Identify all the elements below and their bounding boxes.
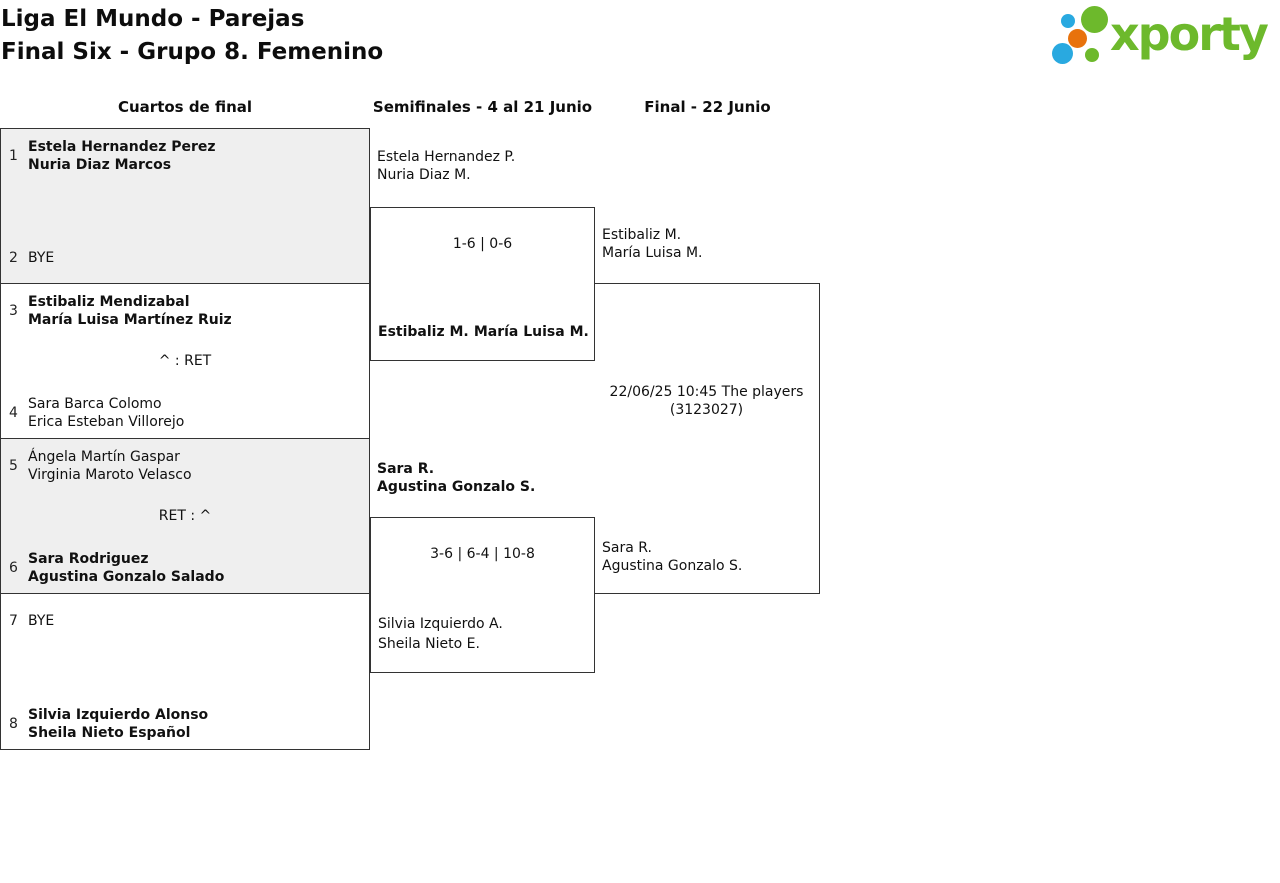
player-name: Nuria Diaz Marcos — [28, 157, 172, 173]
qf-match-2-box: 3 Estibaliz Mendizabal María Luisa Martí… — [0, 283, 370, 439]
team-row: 2 BYE — [9, 239, 361, 277]
player-name: Sara R. — [377, 461, 435, 477]
team-names: Sara Barca Colomo Erica Esteban Villorej… — [28, 395, 184, 431]
player-name: Virginia Maroto Velasco — [28, 467, 192, 483]
logo-dot-icon — [1068, 29, 1087, 48]
final-schedule-line2: (3123027) — [669, 402, 744, 418]
team-row: 5 Ángela Martín Gaspar Virginia Maroto V… — [9, 447, 361, 485]
seed-number: 7 — [9, 613, 18, 629]
player-name: Sara Barca Colomo — [28, 396, 162, 412]
qf-match-4-box: 7 BYE 8 Silvia Izquierdo Alonso Sheila N… — [0, 593, 370, 750]
player-name: Estela Hernandez P. — [377, 149, 516, 165]
seed-number: 2 — [9, 250, 18, 266]
player-name: Estela Hernandez Perez — [28, 139, 216, 155]
qf-match-3-box: 5 Ángela Martín Gaspar Virginia Maroto V… — [0, 438, 370, 594]
team-row: 4 Sara Barca Colomo Erica Esteban Villor… — [9, 394, 361, 432]
sf2-team-b-label: Silvia Izquierdo A. Sheila Nieto E. — [378, 613, 594, 653]
sf-match-2-box: 3-6 | 6-4 | 10-8 Silvia Izquierdo A. She… — [370, 517, 595, 673]
player-name: Estibaliz M. — [602, 227, 682, 243]
final-schedule-line1: 22/06/25 10:45 The players — [609, 384, 804, 400]
seed-number: 4 — [9, 405, 18, 421]
player-name: Agustina Gonzalo S. — [602, 558, 743, 574]
player-name: Sheila Nieto E. — [378, 636, 480, 652]
team-names: Estibaliz Mendizabal María Luisa Martíne… — [28, 293, 232, 329]
seed-number: 1 — [9, 148, 18, 164]
team-names: Sara Rodriguez Agustina Gonzalo Salado — [28, 550, 224, 586]
page-title-line2: Final Six - Grupo 8. Femenino — [1, 39, 384, 65]
player-name: Silvia Izquierdo A. — [378, 616, 503, 632]
match-score: 1-6 | 0-6 — [452, 236, 513, 252]
player-name: BYE — [28, 250, 55, 266]
page-title-line1: Liga El Mundo - Parejas — [1, 6, 305, 32]
column-header-final: Final - 22 Junio — [644, 98, 771, 116]
xporty-logo[interactable]: xporty — [1048, 5, 1276, 67]
team-names: BYE — [28, 612, 54, 630]
player-name: María Luisa M. — [602, 245, 703, 261]
player-name: Nuria Diaz M. — [377, 167, 471, 183]
match-score: RET : ^ — [158, 508, 212, 524]
logo-dot-icon — [1085, 48, 1099, 62]
player-name: María Luisa M. — [473, 324, 589, 340]
team-names: Estela Hernandez Perez Nuria Diaz Marcos — [28, 138, 216, 174]
team-names: Ángela Martín Gaspar Virginia Maroto Vel… — [28, 448, 192, 484]
player-name: Erica Esteban Villorejo — [28, 414, 185, 430]
team-row: 8 Silvia Izquierdo Alonso Sheila Nieto E… — [9, 705, 361, 743]
sf2-team-a-label: Sara R. Agustina Gonzalo S. — [377, 460, 535, 496]
player-name: Sara Rodriguez — [28, 551, 149, 567]
team-row: 6 Sara Rodriguez Agustina Gonzalo Salado — [9, 549, 361, 587]
player-name: María Luisa Martínez Ruiz — [28, 312, 232, 328]
player-name: Sheila Nieto Español — [28, 725, 191, 741]
seed-number: 5 — [9, 458, 18, 474]
final-team-b-label: Sara R. Agustina Gonzalo S. — [602, 539, 742, 575]
team-row: 3 Estibaliz Mendizabal María Luisa Martí… — [9, 292, 361, 330]
player-name: Estibaliz M. — [378, 324, 469, 340]
seed-number: 8 — [9, 716, 18, 732]
column-header-semifinales: Semifinales - 4 al 21 Junio — [372, 98, 593, 116]
seed-number: 3 — [9, 303, 18, 319]
team-names: BYE — [28, 249, 54, 267]
player-name: BYE — [28, 613, 55, 629]
brand-name: xporty — [1110, 7, 1269, 61]
team-names: Silvia Izquierdo Alonso Sheila Nieto Esp… — [28, 706, 208, 742]
team-row: 7 BYE — [9, 602, 361, 640]
player-name: Sara R. — [602, 540, 652, 556]
player-name: Agustina Gonzalo Salado — [28, 569, 225, 585]
page-title: Liga El Mundo - Parejas Final Six - Grup… — [1, 3, 383, 69]
sf-match-1-box: 1-6 | 0-6 Estibaliz M. María Luisa M. — [370, 207, 595, 361]
logo-dot-icon — [1052, 43, 1073, 64]
sf1-team-a-label: Estela Hernandez P. Nuria Diaz M. — [377, 148, 515, 184]
team-row: 1 Estela Hernandez Perez Nuria Diaz Marc… — [9, 137, 361, 175]
seed-number: 6 — [9, 560, 18, 576]
match-score: 3-6 | 6-4 | 10-8 — [430, 546, 535, 562]
player-name: Estibaliz Mendizabal — [28, 294, 190, 310]
match-score: ^ : RET — [158, 353, 212, 369]
final-schedule: 22/06/25 10:45 The players (3123027) — [594, 383, 819, 419]
logo-dot-icon — [1081, 6, 1108, 33]
column-header-cuartos: Cuartos de final — [117, 98, 253, 116]
final-team-a-label: Estibaliz M. María Luisa M. — [602, 226, 703, 262]
player-name: Ángela Martín Gaspar — [28, 449, 180, 465]
qf-match-1-box: 1 Estela Hernandez Perez Nuria Diaz Marc… — [0, 128, 370, 284]
sf1-team-b-label: Estibaliz M. María Luisa M. — [378, 321, 589, 341]
player-name: Silvia Izquierdo Alonso — [28, 707, 209, 723]
logo-dot-icon — [1061, 14, 1075, 28]
player-name: Agustina Gonzalo S. — [377, 479, 536, 495]
final-match-box: 22/06/25 10:45 The players (3123027) — [594, 283, 820, 594]
